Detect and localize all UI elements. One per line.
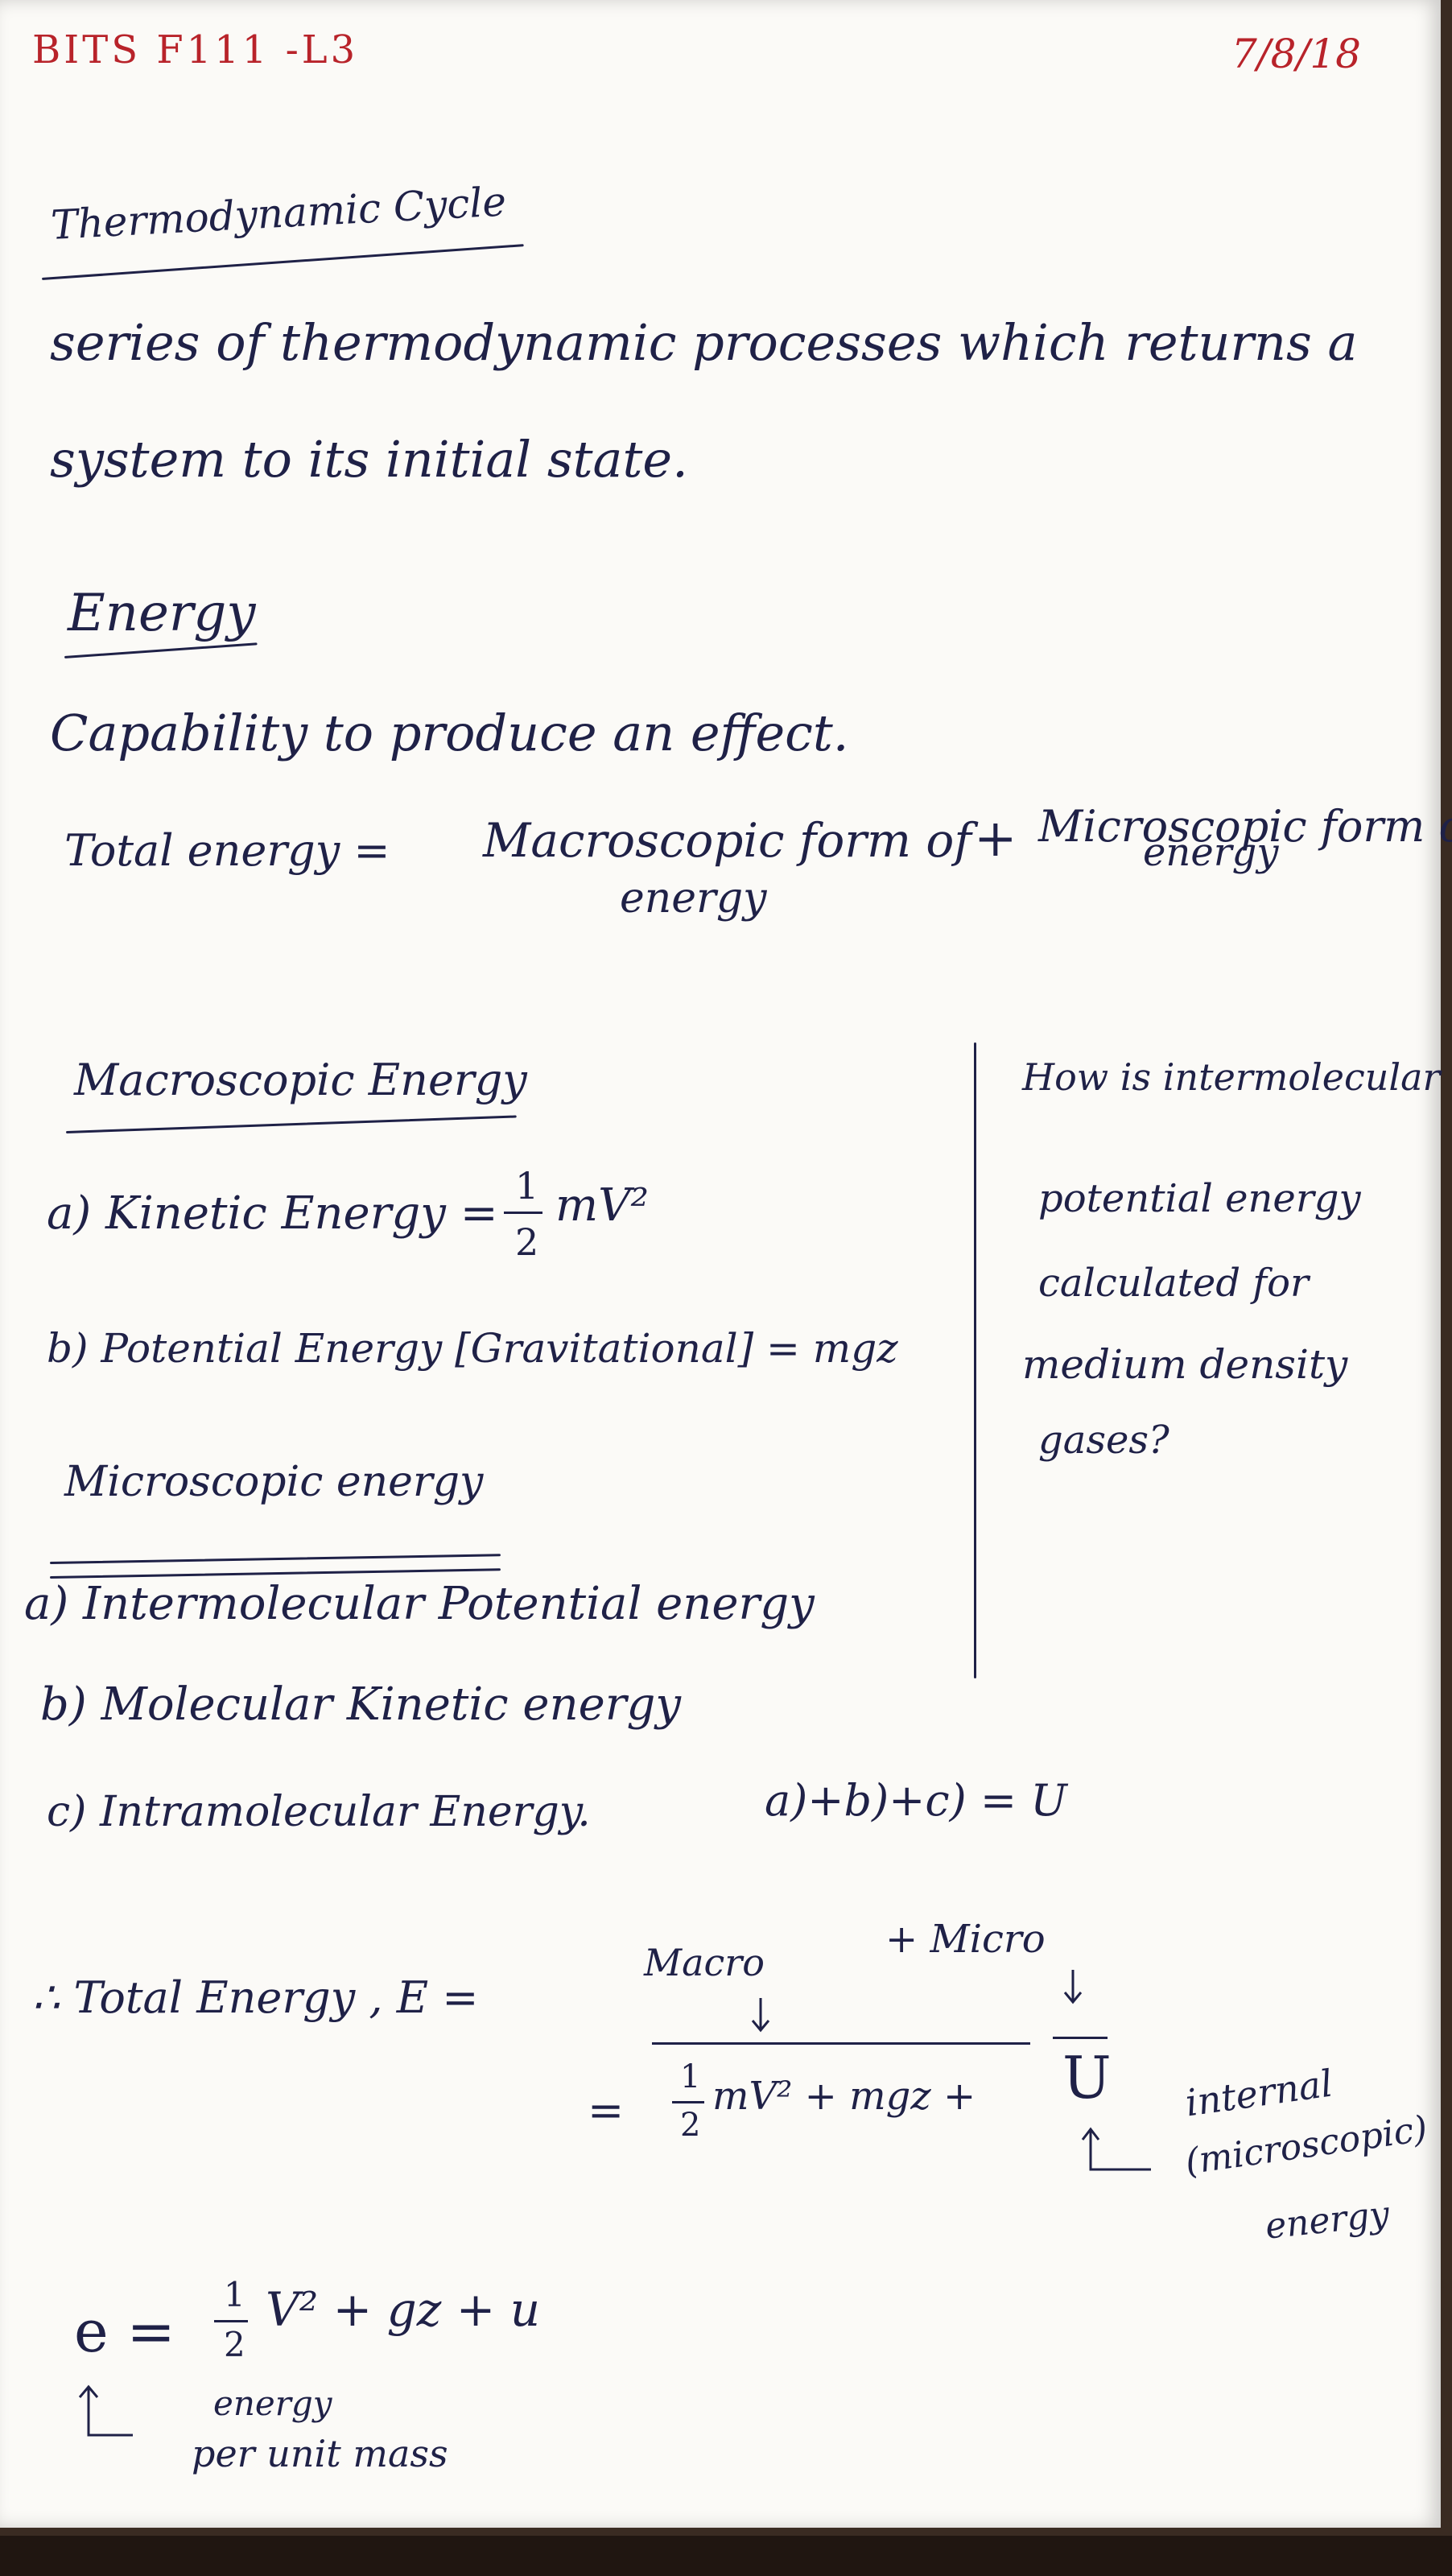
side-note-line2: potential energy [1038, 1176, 1361, 1221]
macro-down-arrow-icon [751, 1998, 770, 2033]
kinetic-frac-den: 2 [515, 1220, 539, 1264]
notebook-binding-edge [0, 2536, 1452, 2576]
side-note-line3: calculated for [1038, 1261, 1309, 1306]
side-note-line1: How is intermolecular [1022, 1055, 1441, 1099]
macro-label: Macro [644, 1941, 765, 1984]
plus-micro-label: + Micro [885, 1917, 1046, 1962]
thermo-def-line2: system to its initial state. [50, 430, 688, 489]
potential-energy-line: b) Potential Energy [Gravitational] = mg… [47, 1325, 898, 1372]
total-terms: mV² + mgz + [712, 2074, 976, 2119]
macroscopic-heading: Macroscopic Energy [74, 1055, 527, 1105]
side-note-line4: medium density [1022, 1341, 1348, 1388]
total-frac-num: 1 [680, 2058, 701, 2095]
kinetic-energy-rest: mV² [555, 1179, 649, 1232]
micro-item-c: c) Intramolecular Energy. [47, 1788, 591, 1836]
specific-note-2: per unit mass [192, 2432, 448, 2475]
microscopic-heading: Microscopic energy [64, 1458, 484, 1506]
specific-lhs: e = [74, 2297, 175, 2365]
course-code: BITS F111 -L3 [32, 27, 359, 72]
micro-down-arrow-icon [1063, 1970, 1083, 2004]
thermo-underline [42, 244, 524, 280]
date: 7/8/18 [1231, 31, 1361, 77]
kinetic-frac-num: 1 [515, 1164, 539, 1208]
specific-frac-den: 2 [224, 2325, 245, 2364]
macro-form-text: Macroscopic form of [483, 813, 971, 868]
micro-item-b: b) Molecular Kinetic energy [40, 1678, 682, 1731]
total-frac-bar [672, 2101, 704, 2103]
specific-frac-num: 1 [224, 2275, 245, 2314]
specific-frac-bar [214, 2320, 248, 2322]
internal-note-1: internal [1182, 2061, 1335, 2125]
specific-terms: V² + gz + u [266, 2282, 541, 2337]
micro-form-text-2: energy [1143, 830, 1279, 875]
kinetic-energy-label: a) Kinetic Energy = [47, 1187, 498, 1240]
side-divider [974, 1042, 976, 1678]
energy-underline [64, 642, 258, 658]
total-energy-label: Total energy = [64, 825, 390, 876]
micro-item-a: a) Intermolecular Potential energy [24, 1578, 815, 1630]
internal-energy-U: U [1062, 2044, 1112, 2112]
energy-definition: Capability to produce an effect. [50, 704, 849, 762]
micro-sum: a)+b)+c) = U [765, 1775, 1067, 1826]
total-eq-sign: = [588, 2085, 625, 2136]
thermo-def-line1: series of thermodynamic processes which … [50, 313, 1358, 372]
energy-heading: Energy [68, 584, 256, 643]
macro-overbar [652, 2042, 1030, 2045]
energy-per-mass-arrow-icon [78, 2384, 133, 2437]
U-box-top [1053, 2037, 1108, 2039]
macroscopic-underline [66, 1115, 517, 1133]
side-note-line5: gases? [1038, 1418, 1169, 1463]
microscopic-underline-1 [50, 1554, 501, 1564]
micro-form-text: Microscopic form of [1038, 801, 1452, 852]
total-energy-prefix: ∴ Total Energy , E = [32, 1972, 479, 2023]
plus-sign: + [974, 809, 1017, 869]
total-frac-den: 2 [680, 2107, 701, 2144]
internal-note-3: energy [1263, 2193, 1392, 2248]
internal-arrow-icon [1081, 2127, 1151, 2171]
macro-form-text-2: energy [620, 874, 767, 923]
specific-note-1: energy [213, 2384, 332, 2423]
kinetic-frac-bar [504, 1212, 542, 1214]
internal-note-2: (microscopic) [1182, 2107, 1430, 2183]
thermo-heading: Thermodynamic Cycle [49, 178, 508, 249]
